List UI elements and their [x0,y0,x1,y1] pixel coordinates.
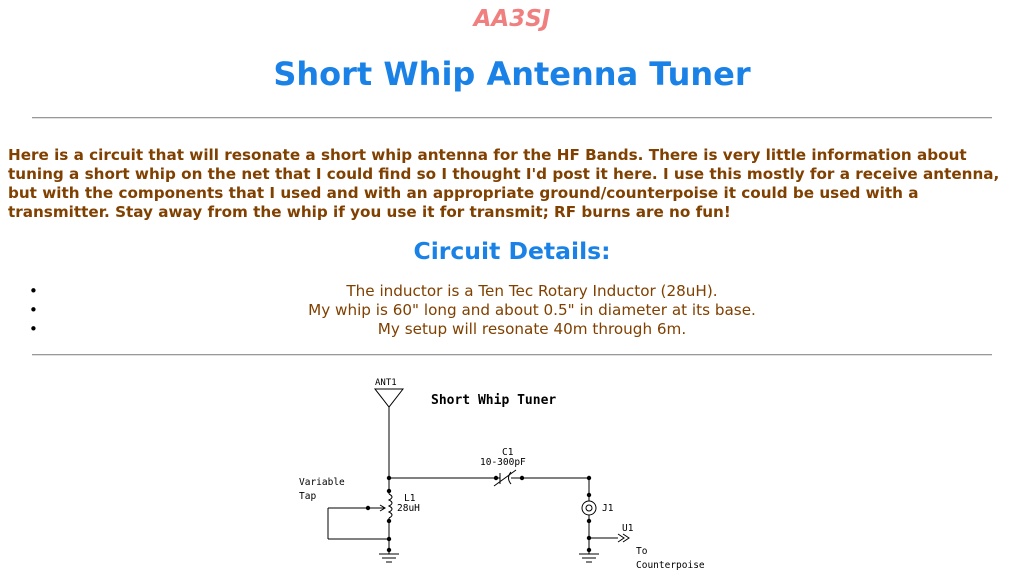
bottom-divider [32,354,992,356]
inductor-ref: L1 [404,493,416,504]
list-item: • The inductor is a Ten Tec Rotary Induct… [0,282,1024,301]
inductor-value: 28uH [397,503,420,514]
counterpoise-label-line2: Counterpoise [636,560,705,571]
connector-ref: U1 [622,523,634,534]
list-item-text: My setup will resonate 40m through 6m. [377,320,687,338]
connector-symbol [617,533,630,543]
page-title: Short Whip Antenna Tuner [273,55,751,93]
list-item: • My setup will resonate 40m through 6m. [0,320,1024,339]
capacitor-ref: C1 [502,447,514,458]
inductor-coil [387,493,393,519]
circuit-details-list: • The inductor is a Ten Tec Rotary Induct… [0,282,1024,339]
antenna-label: ANT1 [375,378,397,388]
bullet-icon: • [29,282,38,300]
tap-label-line2: Tap [299,491,316,502]
tap-arrow [379,504,386,512]
schematic-title: Short Whip Tuner [431,393,556,408]
capacitor-value: 10-300pF [480,457,526,468]
capacitor-variable-arrow [493,469,517,487]
jack-inner [585,504,593,512]
tap-label-line1: Variable [299,477,345,488]
list-item-text: My whip is 60" long and about 0.5" in di… [308,301,756,319]
schematic-diagram: ANT1 Short Whip Tuner C1 10-300pF Variab… [299,378,705,571]
circuit-details-heading: Circuit Details: [413,237,611,265]
list-item-text: The inductor is a Ten Tec Rotary Inducto… [346,282,718,300]
callsign: AA3SJ [473,6,551,32]
junction-dots [365,475,592,553]
top-divider [32,117,992,119]
intro-paragraph: Here is a circuit that will resonate a s… [8,146,1000,221]
jack-outer [581,500,597,516]
counterpoise-label-line1: To [636,546,648,557]
list-item: • My whip is 60" long and about 0.5" in d… [0,301,1024,320]
antenna-symbol [373,388,405,408]
bullet-icon: • [29,301,38,319]
bullet-icon: • [29,320,38,338]
jack-ref: J1 [602,503,614,514]
capacitor-plate-right [508,471,512,485]
